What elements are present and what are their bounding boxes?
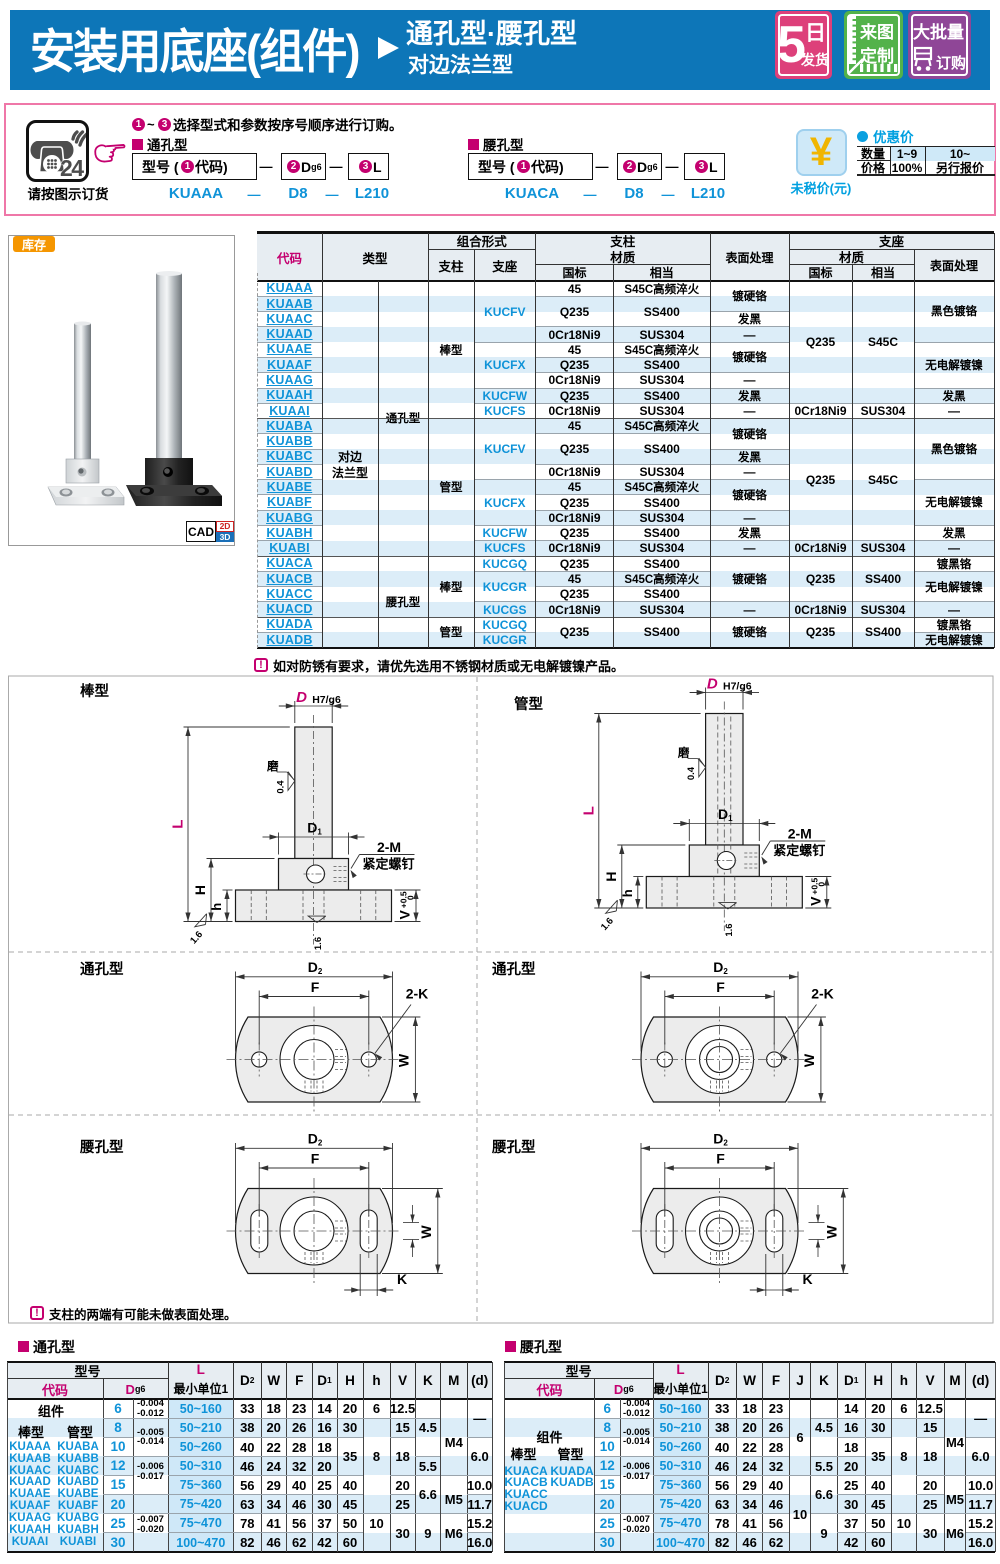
svg-text:F: F (311, 1151, 320, 1167)
svg-text:F: F (311, 979, 320, 995)
svg-text:磨: 磨 (266, 759, 279, 773)
svg-text:h: h (620, 889, 635, 897)
svg-text:1.6: 1.6 (599, 916, 616, 933)
svg-text:W: W (418, 1225, 434, 1239)
svg-text:H7/g6: H7/g6 (312, 694, 341, 706)
svg-text:H: H (192, 885, 208, 895)
svg-text:L: L (580, 806, 597, 815)
svg-text:K: K (803, 1271, 813, 1287)
svg-text:K: K (397, 1271, 407, 1287)
svg-text:D2: D2 (308, 959, 323, 976)
svg-text:紧定螺钉: 紧定螺钉 (362, 857, 414, 872)
svg-text:V: V (807, 896, 823, 906)
svg-text:+0.5: +0.5 (809, 878, 819, 895)
svg-text:0: 0 (406, 895, 416, 900)
svg-text:F: F (716, 1151, 725, 1167)
svg-text:磨: 磨 (677, 746, 690, 760)
svg-text:h: h (209, 903, 224, 911)
svg-text:24: 24 (60, 155, 84, 179)
svg-text:1.6: 1.6 (188, 929, 205, 946)
svg-text:W: W (823, 1225, 839, 1239)
svg-text:2-M: 2-M (377, 839, 401, 855)
svg-text:0: 0 (816, 882, 826, 887)
svg-text:1.6: 1.6 (724, 923, 735, 936)
svg-text:紧定螺钉: 紧定螺钉 (773, 843, 825, 858)
svg-text:0.4: 0.4 (686, 766, 697, 780)
svg-text:H7/g6: H7/g6 (723, 681, 752, 693)
svg-text:H: H (603, 871, 619, 881)
svg-text:D: D (707, 676, 718, 693)
svg-text:W: W (395, 1053, 411, 1067)
svg-text:F: F (716, 979, 725, 995)
svg-text:2-K: 2-K (811, 986, 834, 1002)
svg-text:+0.5: +0.5 (399, 891, 409, 908)
svg-text:D: D (296, 689, 307, 706)
svg-text:1.6: 1.6 (313, 937, 324, 950)
svg-text:2-M: 2-M (788, 826, 812, 842)
svg-text:0.4: 0.4 (275, 780, 286, 794)
svg-text:D2: D2 (713, 959, 728, 976)
svg-text:D2: D2 (713, 1131, 728, 1148)
svg-text:L: L (170, 820, 187, 829)
svg-text:2-K: 2-K (406, 986, 429, 1002)
svg-text:D2: D2 (308, 1131, 323, 1148)
svg-text:V: V (397, 909, 413, 919)
svg-text:W: W (801, 1053, 817, 1067)
